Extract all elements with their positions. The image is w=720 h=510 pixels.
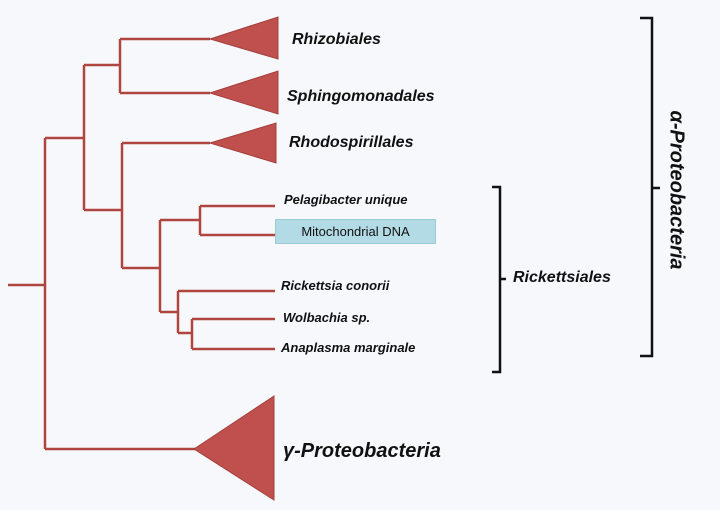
label-gamma-proteobacteria: γ-Proteobacteria	[283, 440, 441, 462]
rickettsiales-bracket	[492, 185, 502, 374]
label-sphingomonadales: Sphingomonadales	[287, 88, 435, 105]
label-rhizobiales: Rhizobiales	[292, 31, 381, 48]
label-pelagibacter: Pelagibacter unique	[284, 192, 408, 207]
alpha-bracket	[640, 16, 654, 358]
brackets	[492, 16, 660, 374]
label-rickettsia: Rickettsia conorii	[281, 278, 390, 293]
gamma-proteobacteria-triangle	[193, 395, 275, 501]
sphingomonadales-triangle	[208, 70, 279, 115]
collapsed-clades	[193, 16, 279, 501]
rhizobiales-triangle	[208, 16, 279, 60]
label-rhodospirillales: Rhodospirillales	[289, 134, 414, 151]
label-rickettsiales: Rickettsiales	[513, 269, 611, 286]
label-wolbachia: Wolbachia sp.	[283, 310, 371, 325]
label-anaplasma: Anaplasma marginale	[281, 340, 416, 355]
rhodospirillales-triangle	[208, 122, 277, 164]
label-alpha-proteobacteria: α-Proteobacteria	[665, 110, 688, 270]
tree-branches	[8, 37, 275, 451]
mitochondrial-dna-highlight: Mitochondrial DNA	[275, 219, 436, 244]
